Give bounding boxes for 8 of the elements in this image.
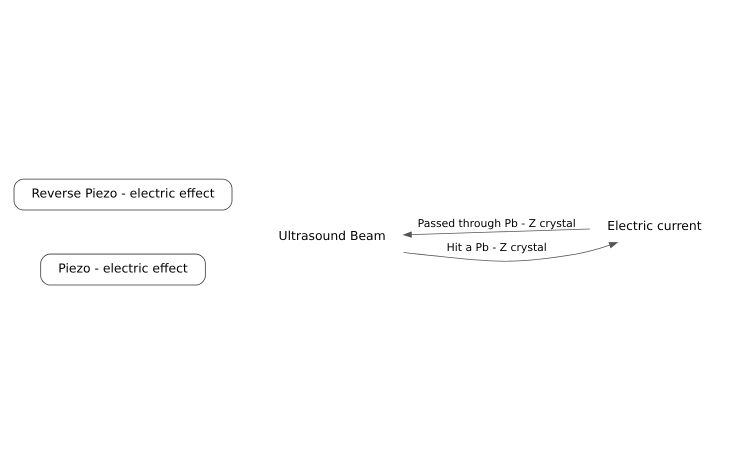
edge-label: Passed through Pb - Z crystal bbox=[418, 216, 576, 230]
arrow bbox=[403, 242, 618, 262]
arrow bbox=[402, 228, 590, 238]
node-box: Piezo - electric effect bbox=[40, 253, 206, 285]
node-text: Ultrasound Beam bbox=[278, 228, 386, 243]
node-text: Electric current bbox=[607, 218, 702, 232]
edge-label: Hit a Pb - Z crystal bbox=[446, 240, 547, 254]
node-box: Reverse Piezo - electric effect bbox=[14, 178, 232, 210]
